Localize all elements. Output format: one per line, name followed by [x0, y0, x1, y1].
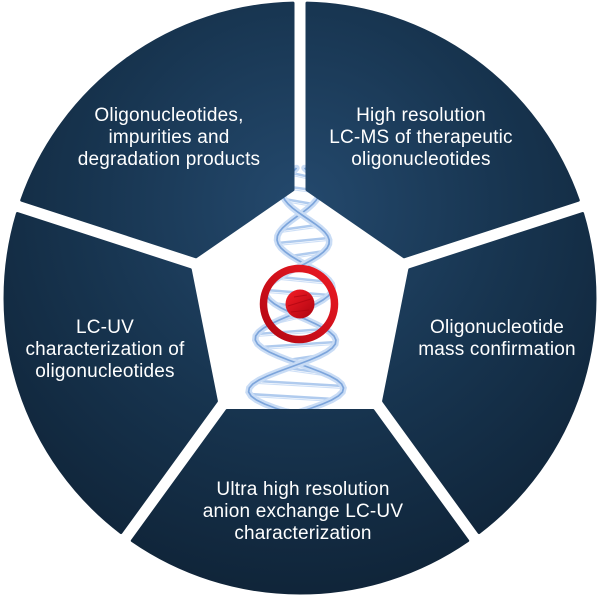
helix-rung-highlight — [257, 382, 344, 389]
target-dot-facet-line — [287, 298, 312, 307]
segment-high-resolution-lc-ms[interactable] — [305, 1, 580, 259]
target-dot-facet-line — [290, 309, 310, 313]
helix-rung — [280, 223, 317, 232]
target-ring — [259, 264, 339, 344]
segment-ultra-high-resolution-anion-exchange[interactable] — [130, 409, 470, 595]
target-dot-facet-line — [293, 294, 308, 298]
helix-rung — [257, 379, 344, 388]
helix-rung-highlight — [288, 369, 324, 376]
segment-oligonucleotides-impurities-degradation[interactable] — [20, 1, 295, 259]
helix-rung-highlight — [260, 343, 336, 350]
helix-rung-highlight — [277, 239, 329, 246]
helix-rung-highlight — [249, 395, 334, 402]
red-bullseye-target-icon — [259, 264, 339, 344]
target-dot-facets — [287, 294, 312, 313]
helix-rung — [256, 327, 326, 336]
segment-lc-uv-characterization[interactable] — [3, 212, 218, 534]
helix-rung — [260, 340, 336, 349]
helix-rung — [249, 392, 334, 401]
target-dot — [285, 289, 315, 319]
segment-oligonucleotide-mass-confirmation[interactable] — [382, 212, 597, 534]
helix-rung — [277, 236, 329, 245]
helix-rung-highlight — [279, 278, 331, 285]
helix-rung-highlight — [280, 226, 317, 233]
